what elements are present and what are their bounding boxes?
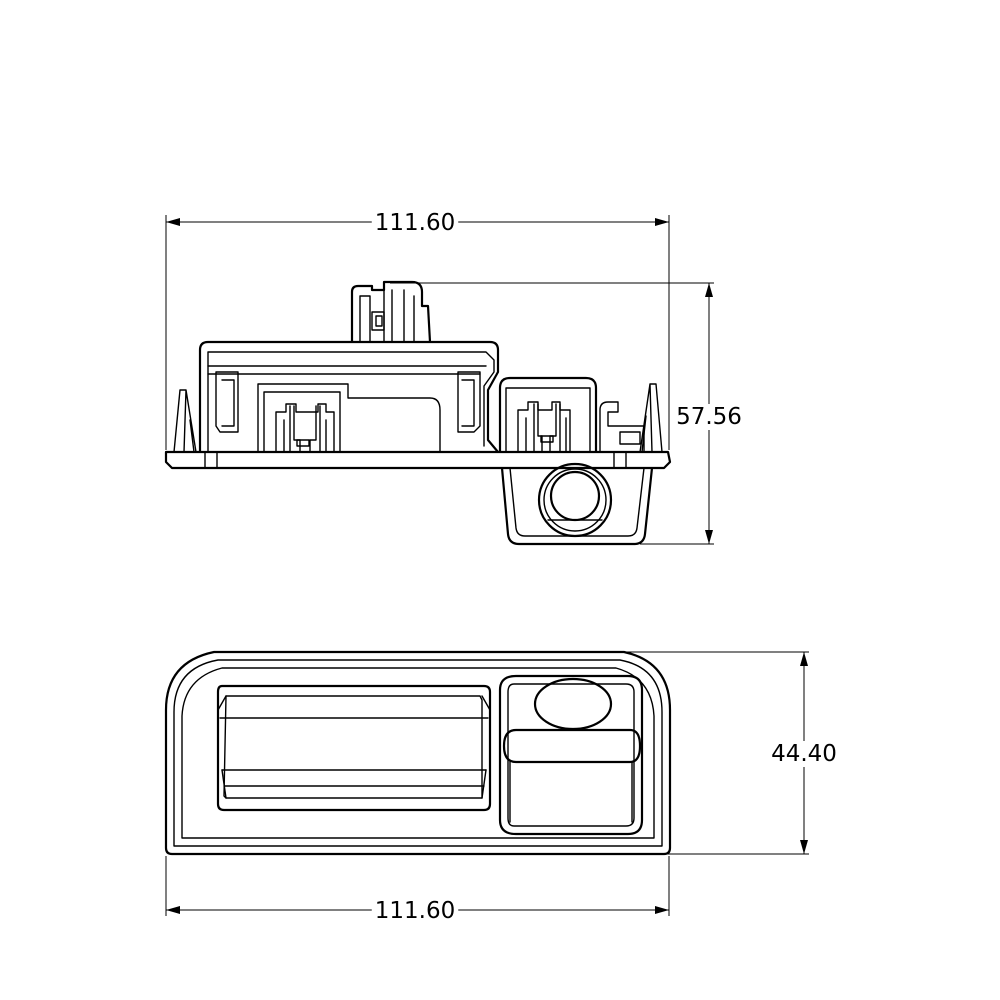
dim-top-width: 111.60 bbox=[165, 210, 670, 450]
dim-top-width-label: 111.60 bbox=[375, 210, 455, 236]
front-view bbox=[164, 650, 672, 856]
right-tab bbox=[457, 371, 481, 433]
dim-top-height-label: 57.56 bbox=[676, 404, 742, 430]
handle-recess bbox=[216, 684, 492, 812]
lens-shelf bbox=[502, 728, 642, 764]
lens-outer bbox=[537, 462, 613, 538]
right-connector bbox=[517, 401, 571, 453]
housing bbox=[198, 340, 500, 453]
dim-bottom-width: 111.60 bbox=[165, 856, 670, 924]
camera-box-side bbox=[498, 376, 598, 452]
dim-bottom-height: 44.40 bbox=[616, 651, 840, 855]
side-view bbox=[164, 280, 672, 546]
lens-housing bbox=[500, 467, 654, 546]
left-tab bbox=[215, 371, 239, 433]
dim-label-background bbox=[673, 404, 745, 430]
base-plate bbox=[164, 450, 672, 470]
dim-label-background bbox=[768, 741, 840, 767]
left-clip bbox=[173, 389, 197, 453]
bracket bbox=[599, 401, 645, 453]
dim-label-background bbox=[371, 210, 459, 236]
lens-inner bbox=[549, 470, 601, 522]
dim-label-background bbox=[371, 898, 459, 924]
camera-lens bbox=[533, 677, 613, 731]
top-connector bbox=[350, 280, 432, 343]
left-connector bbox=[275, 403, 335, 453]
camera-window bbox=[498, 674, 644, 836]
dim-bottom-width-label: 111.60 bbox=[375, 898, 455, 924]
dim-top-height: 57.56 bbox=[390, 282, 745, 545]
outer-frame bbox=[164, 650, 672, 856]
dim-bottom-height-label: 44.40 bbox=[771, 741, 837, 767]
left-block bbox=[257, 383, 441, 453]
